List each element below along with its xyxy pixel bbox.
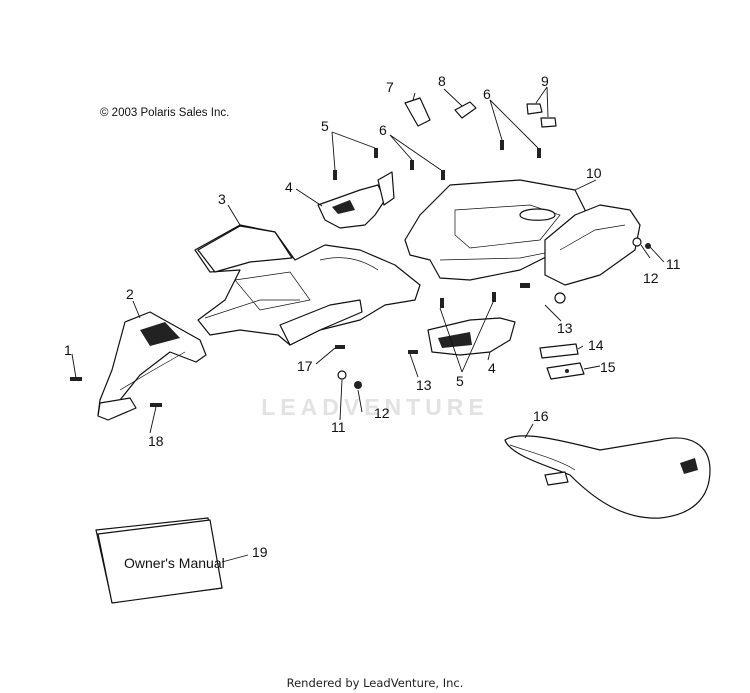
part-4-side-panel-lower xyxy=(427,317,516,356)
callout-8: 8 xyxy=(438,73,446,89)
callout-6b: 6 xyxy=(483,86,491,102)
part-15-plate xyxy=(546,362,585,380)
callout-19: 19 xyxy=(252,544,268,560)
callout-11a: 11 xyxy=(666,256,681,272)
part-9-brackets xyxy=(526,103,557,128)
callout-5b: 5 xyxy=(456,373,464,389)
callout-5a: 5 xyxy=(321,118,329,134)
part-3-front-fender xyxy=(194,224,421,346)
part-14-plate xyxy=(539,343,579,359)
callout-4b: 4 xyxy=(488,360,496,376)
callout-13b: 13 xyxy=(416,377,432,393)
part-7-bracket xyxy=(404,97,431,127)
callout-10: 10 xyxy=(586,165,602,181)
callout-7: 7 xyxy=(386,79,394,95)
part-8-bracket xyxy=(454,101,477,119)
callout-13a: 13 xyxy=(557,320,573,336)
part-19-owners-manual: Owner's Manual xyxy=(95,517,225,604)
callout-12a: 12 xyxy=(643,270,659,286)
callout-18: 18 xyxy=(148,433,164,449)
callout-17: 17 xyxy=(297,358,313,374)
callout-15: 15 xyxy=(600,359,616,375)
callout-6a: 6 xyxy=(379,122,387,138)
callout-3: 3 xyxy=(218,191,226,207)
part-10-rear-fender xyxy=(404,179,641,286)
part-16-seat xyxy=(504,435,711,519)
watermark: LEADVENTURE xyxy=(261,394,489,420)
callout-16: 16 xyxy=(533,408,549,424)
footer-text: Rendered by LeadVenture, Inc. xyxy=(286,676,464,690)
callout-12b: 12 xyxy=(374,405,390,421)
manual-label: Owner's Manual xyxy=(124,555,225,571)
part-2-front-panel xyxy=(97,311,207,421)
part-4-side-panel-upper xyxy=(317,171,395,229)
copyright-text: © 2003 Polaris Sales Inc. xyxy=(100,107,230,119)
callout-1: 1 xyxy=(64,342,72,358)
leader-lines xyxy=(71,86,665,563)
hardware xyxy=(70,140,651,407)
callout-2: 2 xyxy=(126,286,134,302)
callout-9: 9 xyxy=(541,73,549,89)
callout-4a: 4 xyxy=(285,179,293,195)
callout-11b: 11 xyxy=(331,419,346,435)
callout-numbers: 1 2 3 4 5 6 7 8 6 9 10 11 12 13 14 15 16… xyxy=(64,73,681,560)
callout-14: 14 xyxy=(588,337,604,353)
